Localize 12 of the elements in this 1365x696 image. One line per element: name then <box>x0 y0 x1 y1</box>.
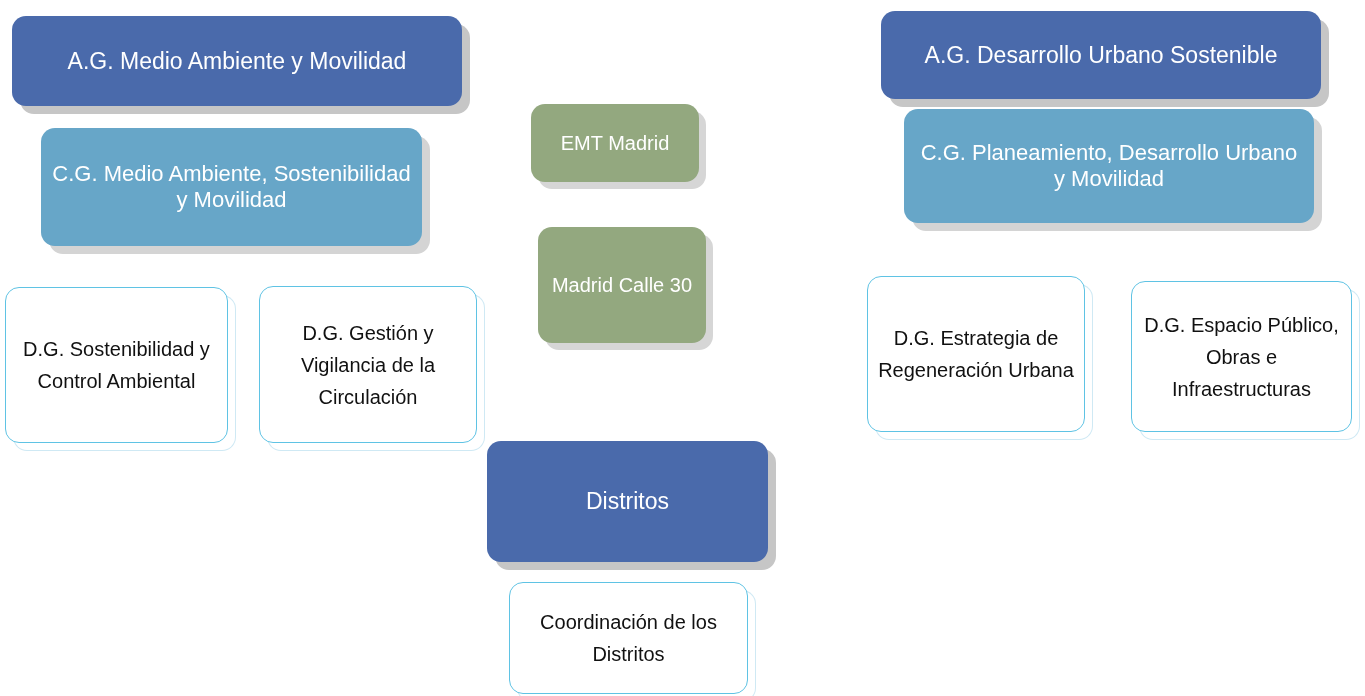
box-label: C.G. Medio Ambiente, Sostenibilidad y Movilidad <box>51 161 412 213</box>
box-label: Distritos <box>585 488 670 515</box>
box-label: A.G. Desarrollo Urbano Sostenible <box>924 41 1278 69</box>
box-label: Madrid Calle 30 <box>551 273 693 297</box>
box-label: A.G. Medio Ambiente y Movilidad <box>67 47 407 75</box>
box-label: D.G. Espacio Público, Obras e Infraestructuras <box>1143 312 1340 402</box>
box-label: EMT Madrid <box>560 131 670 155</box>
box-label: C.G. Planeamiento, Desarrollo Urbano y Movilidad <box>919 140 1299 192</box>
box-label: D.G. Gestión y Vigilancia de la Circulación <box>299 320 437 410</box>
box-label: D.G. Sostenibilidad y Control Ambiental <box>22 337 211 394</box>
box-label: Coordinación de los Distritos <box>539 610 718 667</box>
box-label: D.G. Estrategia de Regeneración Urbana <box>878 326 1074 383</box>
